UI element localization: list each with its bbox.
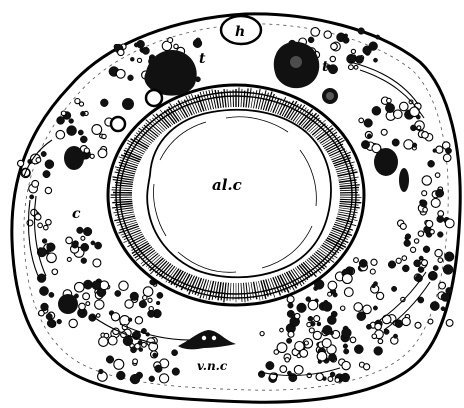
tissue-mass-right-highlight [290, 56, 302, 68]
label-t-right: t [322, 59, 329, 75]
label-vnc: v.n.c [197, 359, 228, 373]
label-h: h [235, 24, 245, 40]
label-c: c [72, 206, 81, 222]
label-t-left: t [199, 51, 206, 67]
label-lumen: al.c [212, 176, 242, 194]
vnc-nucleus-right [212, 336, 216, 340]
vnc-nucleus-left [202, 336, 206, 340]
